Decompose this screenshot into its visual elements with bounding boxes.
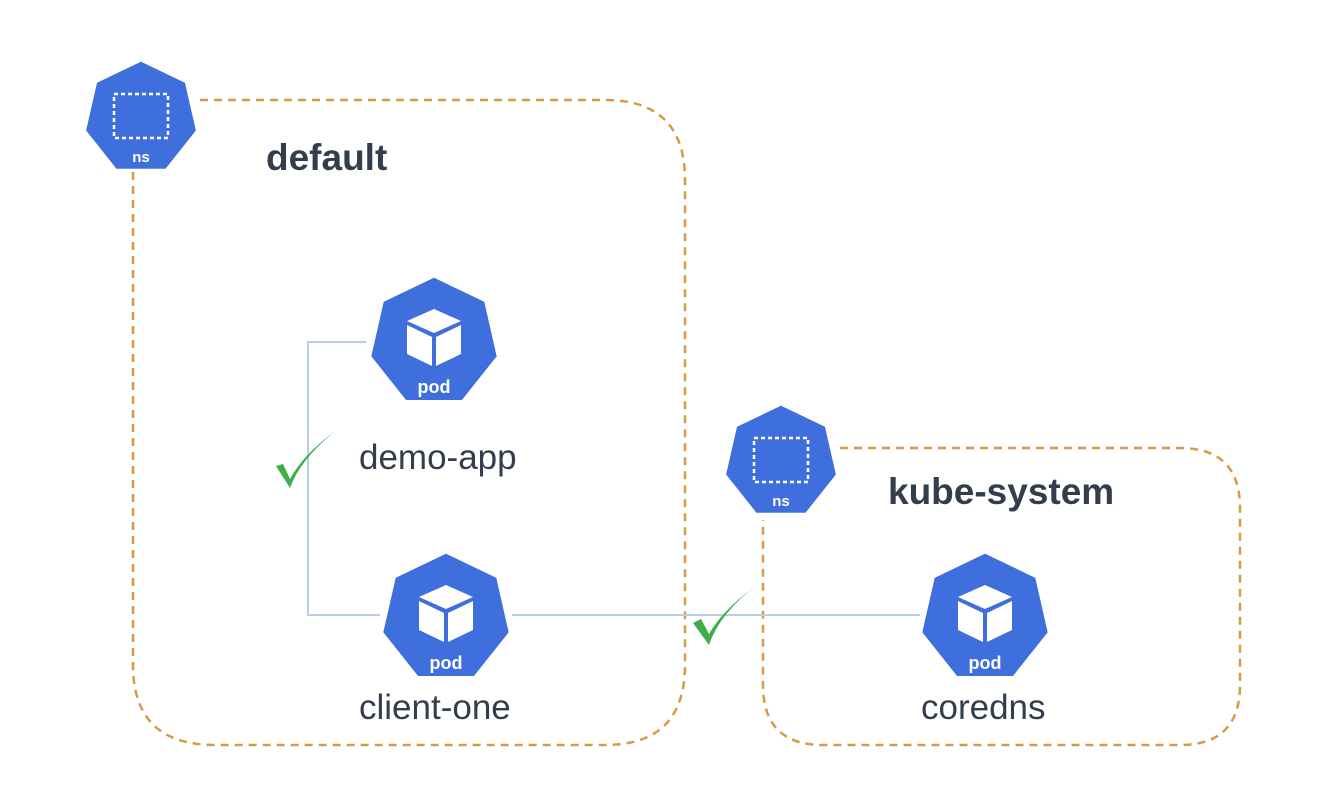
pod-icon-coredns: pod [919, 550, 1051, 679]
pod-icon-label: pod [969, 653, 1002, 673]
namespace-title-kube-system: kube-system [888, 471, 1115, 512]
namespace-title-default: default [266, 137, 388, 178]
pod-name-demo-app: demo-app [359, 438, 517, 477]
ns-icon-label: ns [772, 493, 790, 510]
namespace-boundary-kube-system [761, 446, 1242, 747]
pod-name-coredns: coredns [921, 688, 1046, 727]
checkmark-icon [693, 588, 753, 645]
pod-icon-client-one: pod [380, 550, 512, 679]
checkmark-icon [276, 432, 334, 488]
pod-name-client-one: client-one [359, 688, 511, 727]
namespace-icon-default: ns [83, 58, 199, 172]
cube-icon [419, 585, 473, 642]
pod-icon-label: pod [418, 377, 451, 397]
namespace-boundary-default [131, 98, 687, 747]
cube-icon [407, 309, 461, 366]
cube-icon [958, 585, 1012, 642]
pod-icon-demo-app: pod [368, 274, 500, 403]
ns-icon-label: ns [132, 149, 150, 166]
pod-icon-label: pod [430, 653, 463, 673]
connection-client-one-demo-app [307, 341, 380, 616]
namespace-icon-kube-system: ns [723, 402, 839, 516]
